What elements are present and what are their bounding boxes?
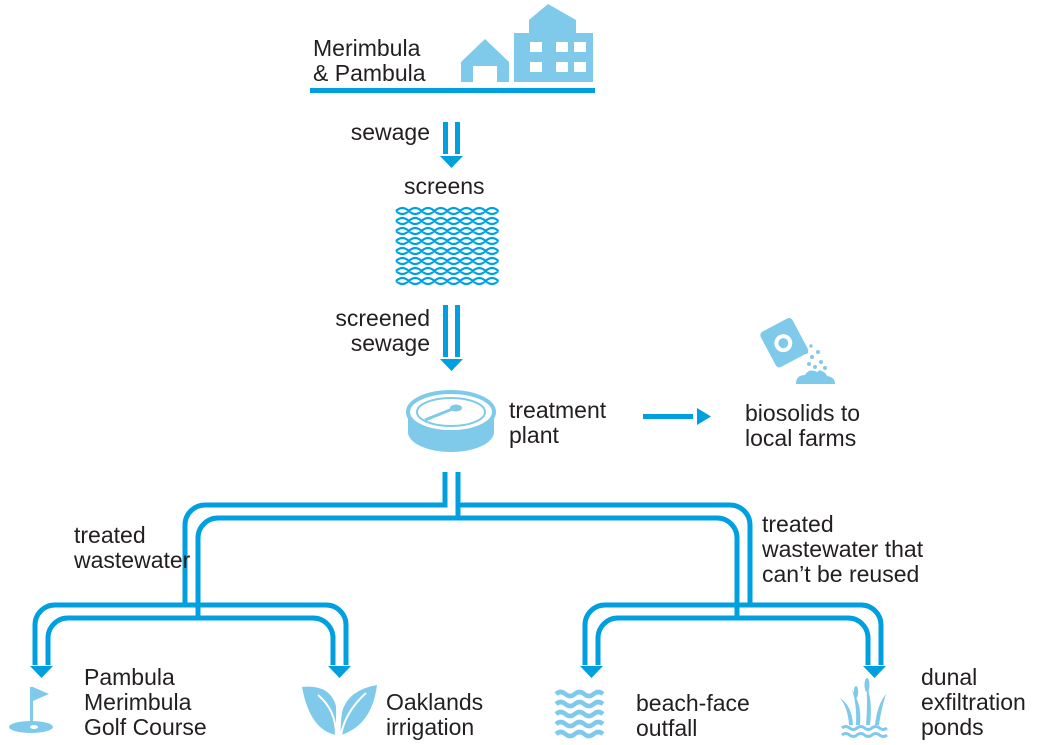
screened-sewage-pipe-arrow (440, 305, 463, 371)
treatment-plant-icon (406, 390, 496, 452)
biosolids-arrow (643, 408, 711, 425)
screens-label: screens (404, 173, 485, 199)
distribution-pipes (32, 472, 884, 665)
source-label: Merimbula & Pambula (313, 35, 426, 86)
screen-mesh-icon (394, 206, 500, 286)
not-reused-label: treated wastewater that can’t be reused (762, 511, 924, 587)
screened-sewage-label: screened sewage (335, 305, 430, 356)
reeds-icon (840, 678, 888, 738)
houses-icon (461, 4, 593, 82)
destination-irrigation-label: Oaklands irrigation (386, 689, 484, 740)
destination-outfall-label: beach-face outfall (636, 690, 750, 741)
ground-line (310, 88, 595, 93)
sewage-pipe-arrow (440, 122, 463, 168)
treatment-plant-label: treatment plant (509, 397, 607, 448)
destination-golf-label: Pambula Merimbula Golf Course (84, 664, 207, 740)
waves-icon (554, 689, 605, 739)
sewage-label: sewage (350, 119, 430, 145)
destination-arrows (30, 666, 886, 678)
golf-flag-icon (9, 687, 53, 733)
treated-wastewater-label: treated wastewater (74, 522, 191, 573)
biosolids-bag-icon (760, 318, 835, 384)
biosolids-label: biosolids to local farms (745, 400, 861, 451)
destination-ponds-label: dunal exfiltration ponds (921, 664, 1026, 740)
leaves-icon (302, 685, 377, 736)
